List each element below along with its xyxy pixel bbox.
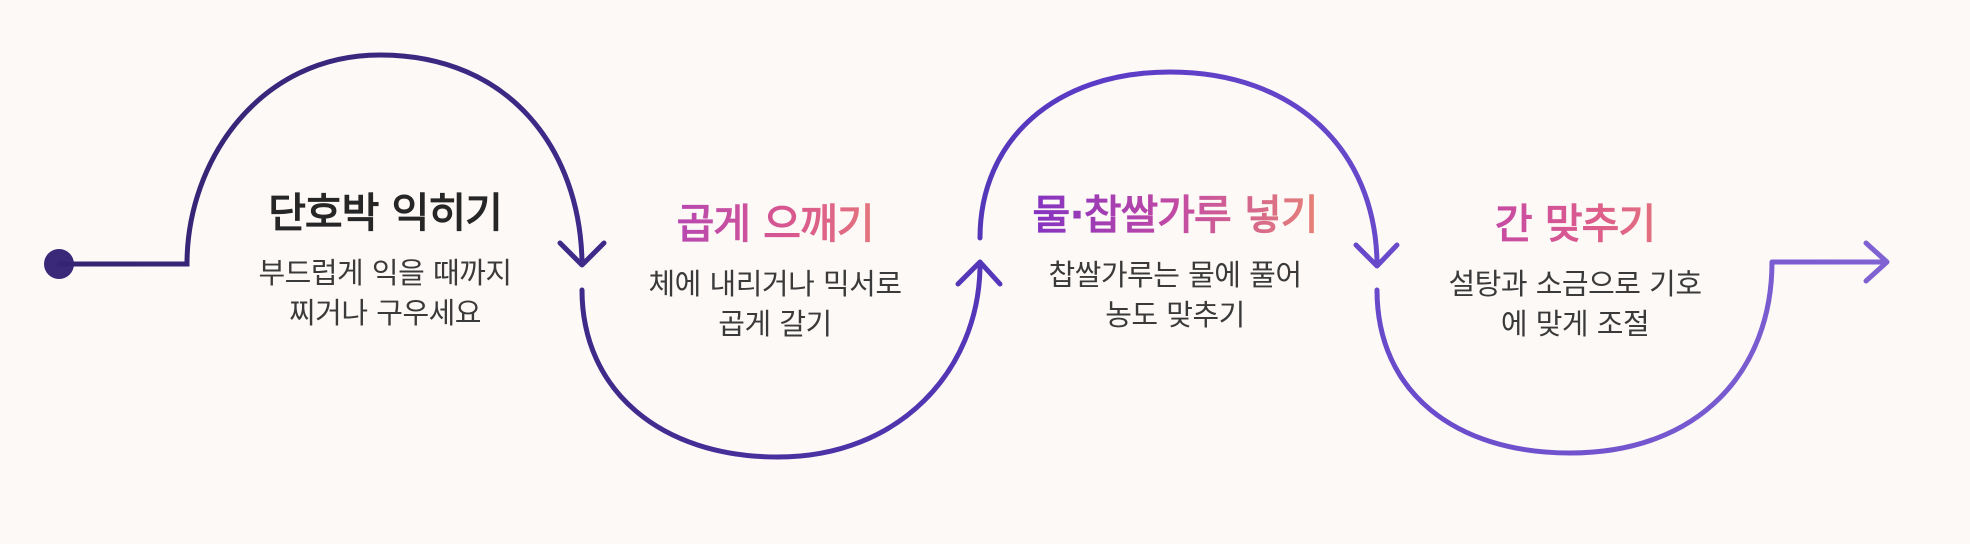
down-arrow-3-icon <box>1353 242 1400 269</box>
step-4-desc-line-1: 설탕과 소금으로 기호 <box>1448 267 1702 301</box>
down-arrow-1-icon <box>557 240 607 268</box>
step-1-description: 부드럽게 익을 때까지 찌거나 구우세요 <box>215 253 555 333</box>
path-segment-1 <box>56 52 585 267</box>
step-3-title: 물·찹쌀가루 넣기 <box>1010 189 1340 241</box>
step-1: 단호박 익히기 부드럽게 익을 때까지 찌거나 구우세요 <box>215 187 555 333</box>
step-2-title: 곱게 으깨기 <box>615 198 935 250</box>
step-4: 간 맞추기 설탕과 소금으로 기호 에 맞게 조절 <box>1415 198 1735 344</box>
path-segment-2 <box>579 265 983 460</box>
step-4-desc-line-2: 에 맞게 조절 <box>1500 307 1650 341</box>
step-1-desc-line-2: 찌거나 구우세요 <box>289 296 481 330</box>
step-4-title: 간 맞추기 <box>1415 198 1735 250</box>
step-2: 곱게 으깨기 체에 내리거나 믹서로 곱게 갈기 <box>615 198 935 344</box>
path-segment-4 <box>1374 259 1888 456</box>
step-4-description: 설탕과 소금으로 기호 에 맞게 조절 <box>1415 264 1735 344</box>
step-3-description: 찹쌀가루는 물에 풀어 농도 맞추기 <box>1010 255 1340 335</box>
step-3-desc-line-1: 찹쌀가루는 물에 풀어 <box>1048 258 1302 292</box>
step-3-desc-line-2: 농도 맞추기 <box>1105 298 1245 332</box>
step-1-title: 단호박 익히기 <box>268 189 503 237</box>
step-2-desc-line-2: 곱게 갈기 <box>718 307 832 341</box>
step-2-description: 체에 내리거나 믹서로 곱게 갈기 <box>615 264 935 344</box>
step-2-desc-line-1: 체에 내리거나 믹서로 <box>648 267 902 301</box>
path-segment-3 <box>977 69 1380 265</box>
end-arrow-icon <box>1863 240 1890 284</box>
step-3: 물·찹쌀가루 넣기 찹쌀가루는 물에 풀어 농도 맞추기 <box>1010 189 1340 335</box>
step-1-desc-line-1: 부드럽게 익을 때까지 <box>258 256 512 290</box>
up-arrow-2-icon <box>955 259 1003 287</box>
